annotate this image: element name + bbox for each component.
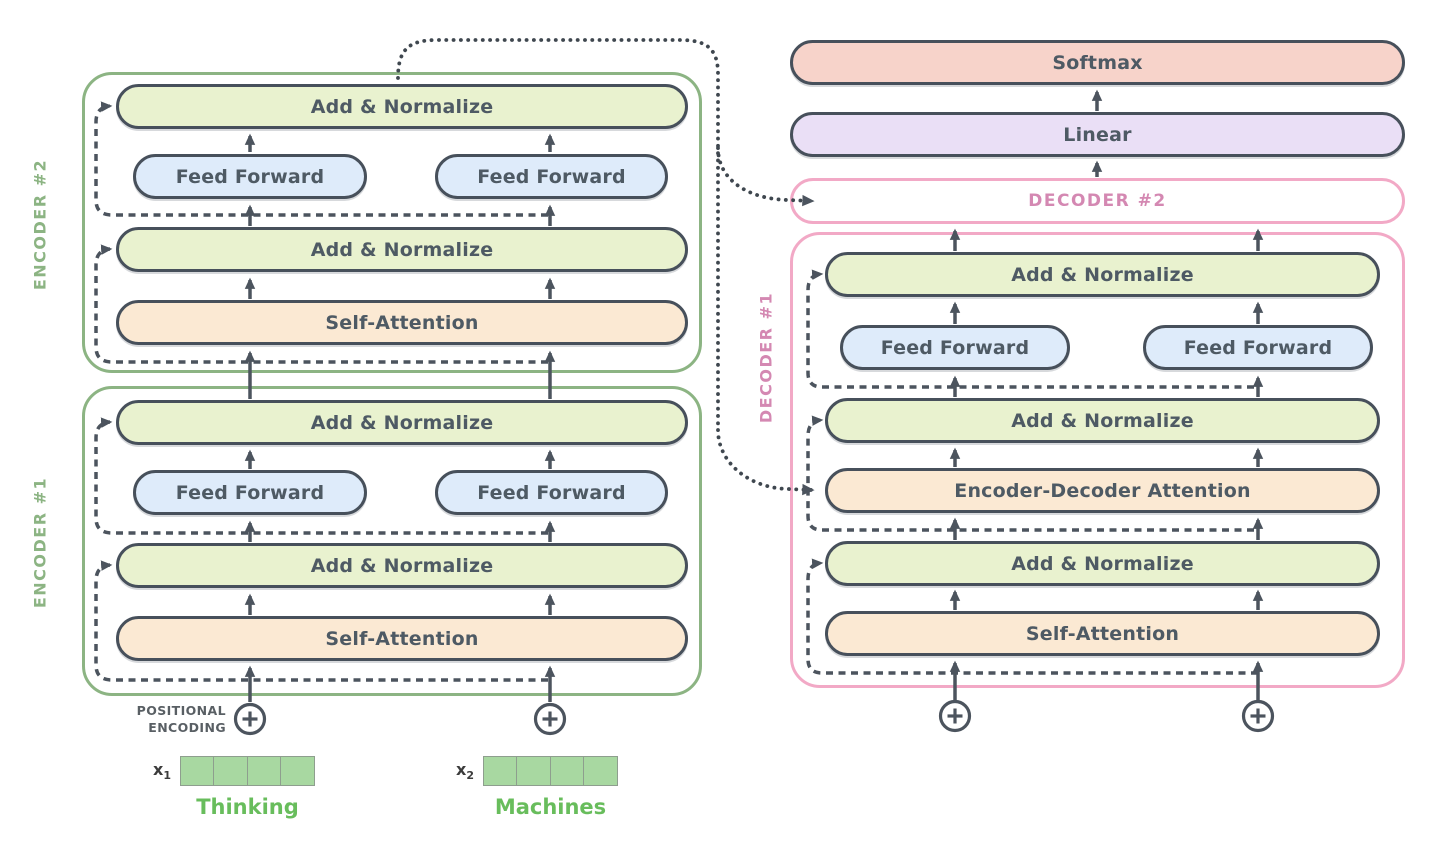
- encoder1-label: ENCODER #1: [30, 476, 50, 609]
- vector-cell: [214, 757, 248, 785]
- positional-add-icon: [938, 699, 972, 733]
- vector-cell: [181, 757, 215, 785]
- encoder1-add-normalize-mid: Add & Normalize: [116, 543, 688, 588]
- encoder2-label: ENCODER #2: [30, 158, 50, 291]
- vector-cell: [484, 757, 518, 785]
- decoder1-add-normalize-top: Add & Normalize: [825, 252, 1380, 297]
- decoder1-feed-forward-right: Feed Forward: [1143, 325, 1373, 370]
- positional-add-icon: [1241, 699, 1275, 733]
- linear-block: Linear: [790, 112, 1405, 157]
- x2-embedding-vector: [483, 756, 618, 786]
- decoder2-block: DECODER #2: [790, 178, 1405, 224]
- decoder1-add-normalize-bottom: Add & Normalize: [825, 541, 1380, 586]
- decoder1-self-attention: Self-Attention: [825, 611, 1380, 656]
- decoder1-add-normalize-mid: Add & Normalize: [825, 398, 1380, 443]
- decoder1-encoder-decoder-attention: Encoder-Decoder Attention: [825, 468, 1380, 513]
- x2-label: x2: [456, 760, 474, 783]
- decoder1-feed-forward-left: Feed Forward: [840, 325, 1070, 370]
- positional-add-icon: [233, 702, 267, 736]
- encoder2-feed-forward-left: Feed Forward: [133, 154, 367, 199]
- positional-add-icon: [533, 702, 567, 736]
- encoder1-self-attention: Self-Attention: [116, 616, 688, 661]
- encoder2-self-attention: Self-Attention: [116, 300, 688, 345]
- positional-encoding-label: POSITIONAL ENCODING: [96, 702, 226, 736]
- decoder1-label: DECODER #1: [756, 291, 776, 424]
- input-word-2: Machines: [494, 795, 607, 819]
- x1-label: x1: [153, 760, 171, 783]
- encoder2-add-normalize-mid: Add & Normalize: [116, 227, 688, 272]
- positional-encoding-line1: POSITIONAL: [136, 703, 226, 718]
- encoder1-feed-forward-right: Feed Forward: [435, 470, 668, 515]
- vector-cell: [247, 757, 281, 785]
- encoder1-add-normalize-top: Add & Normalize: [116, 400, 688, 445]
- positional-encoding-line2: ENCODING: [148, 720, 226, 735]
- input-word-1: Thinking: [196, 795, 299, 819]
- vector-cell: [517, 757, 551, 785]
- encoder1-container: [82, 386, 702, 696]
- softmax-block: Softmax: [790, 40, 1405, 85]
- vector-cell: [583, 757, 617, 785]
- encoder1-feed-forward-left: Feed Forward: [133, 470, 367, 515]
- encoder2-add-normalize-top: Add & Normalize: [116, 84, 688, 129]
- vector-cell: [280, 757, 314, 785]
- encoder2-feed-forward-right: Feed Forward: [435, 154, 668, 199]
- x1-embedding-vector: [180, 756, 315, 786]
- positional-add-icons: [233, 699, 1275, 736]
- vector-cell: [550, 757, 584, 785]
